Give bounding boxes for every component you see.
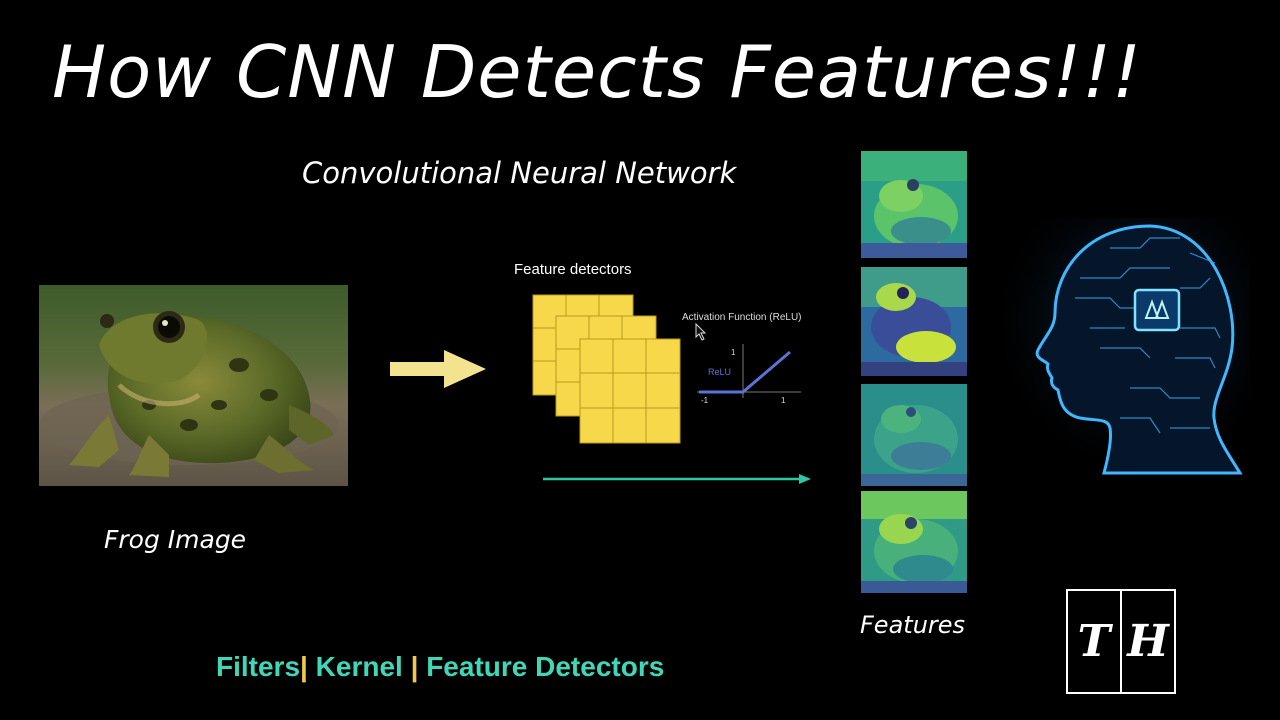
caption-separator-1: | [300, 651, 308, 682]
frog-image [39, 285, 348, 486]
relu-x-max: 1 [781, 396, 786, 405]
caption-kernel: Kernel [307, 651, 411, 682]
feature-map-2 [861, 267, 967, 376]
relu-curve-label: ReLU [708, 367, 731, 377]
logo-letter-h: H [1120, 591, 1174, 692]
teal-arrow-icon [543, 474, 811, 484]
caption-separator-2: | [410, 651, 419, 682]
relu-x-min: -1 [701, 396, 709, 405]
channel-logo: T H [1066, 589, 1176, 694]
ai-brain-head-icon [1000, 218, 1250, 478]
filter-grid-3 [579, 338, 681, 444]
features-label: Features [860, 611, 966, 639]
relu-y-tick: 1 [731, 348, 736, 357]
caption-filters: Filters [216, 651, 301, 682]
feature-map-1 [861, 151, 967, 258]
activation-function-label: Activation Function (ReLU) [682, 312, 802, 323]
logo-letter-t: T [1077, 616, 1111, 667]
caption-feature-detectors: Feature Detectors [418, 651, 665, 682]
mouse-cursor-icon [695, 323, 707, 341]
slide-title: How CNN Detects Features!!! [52, 30, 1143, 114]
feature-map-4 [861, 491, 967, 593]
feature-map-3 [861, 384, 967, 486]
frog-image-label: Frog Image [104, 525, 247, 554]
relu-graph: 1 ReLU -1 1 [697, 344, 801, 405]
feature-detectors-label: Feature detectors [514, 261, 632, 278]
bottom-caption: Filters| Kernel | Feature Detectors [216, 651, 664, 683]
slide-subtitle: Convolutional Neural Network [302, 156, 737, 190]
right-arrow-icon [390, 350, 486, 388]
feature-detector-grids [532, 294, 681, 444]
